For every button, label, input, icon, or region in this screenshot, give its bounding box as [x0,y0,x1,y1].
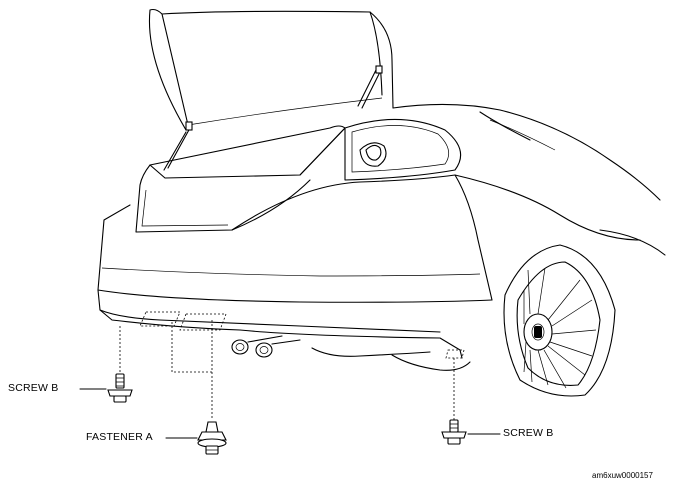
rear-wheel [503,244,616,397]
tail-lamp [344,118,462,181]
hidden-fastener-marks [119,311,465,420]
open-liftgate [148,8,394,131]
rear-bumper-cover[interactable] [97,289,471,371]
screw-b-right-part[interactable] [441,419,501,445]
screw-b-right-label: SCREW B [503,427,554,439]
screw-b-left-part[interactable] [79,373,133,403]
screw-b-left-label: SCREW B [8,382,59,394]
trunk-opening [135,125,346,233]
exhaust-tips [231,335,301,358]
figure-code: am6xuw0000157 [592,471,653,480]
hatch-strut-left [163,121,193,171]
hatch-strut-right [357,65,383,109]
rear-body-panel [97,174,493,303]
fastener-a-part[interactable] [165,421,227,455]
fastener-a-label: FASTENER A [86,431,153,443]
vehicle-roof-side [392,103,666,256]
